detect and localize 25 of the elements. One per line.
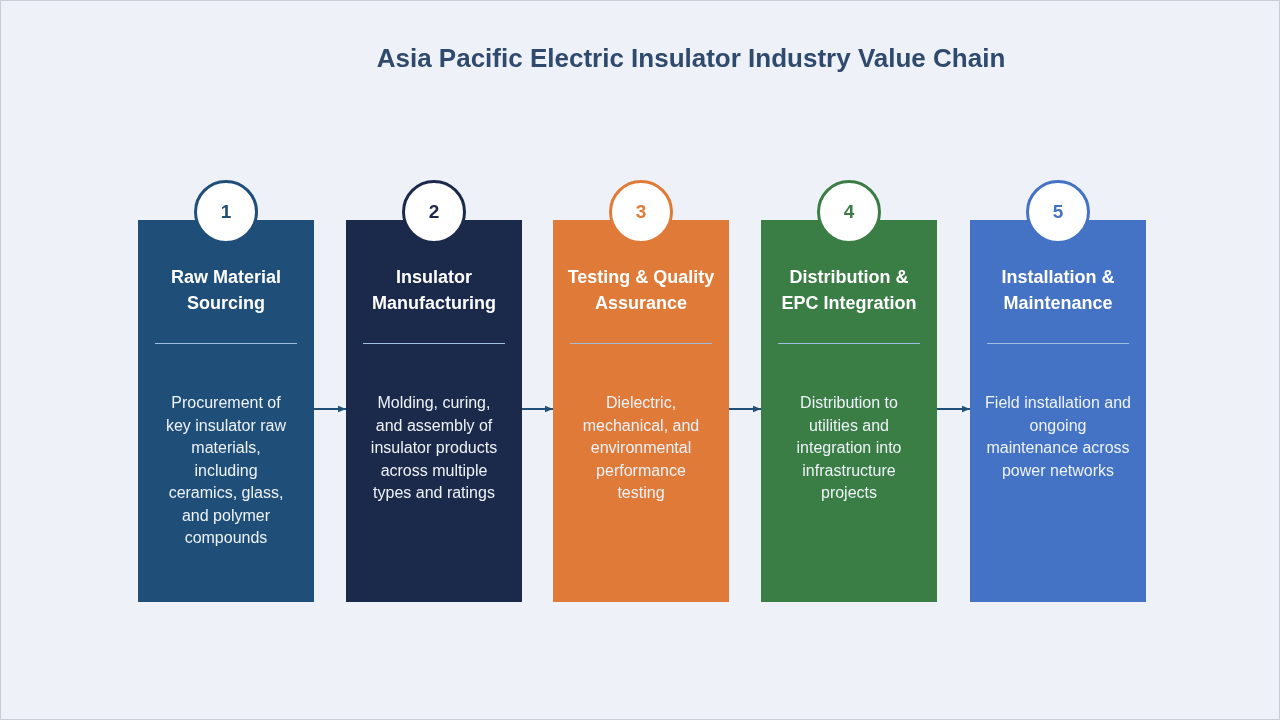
step-number: 2 xyxy=(428,201,440,223)
arrow xyxy=(936,405,971,413)
step-heading: Distribution & EPC Integration xyxy=(780,266,918,315)
step-heading: Insulator Manufacturing xyxy=(371,266,497,315)
step-description: Dielectric, mechanical, and environmental performance testing xyxy=(581,393,701,503)
diagram-title: Asia Pacific Electric Insulator Industry Value Chain xyxy=(375,43,1007,74)
step-column xyxy=(553,220,729,602)
step-description: Field installation and ongoing maintenance across power networks xyxy=(984,393,1132,481)
step-number: 1 xyxy=(220,201,232,223)
arrow xyxy=(313,405,347,413)
arrow xyxy=(728,405,762,413)
step-column xyxy=(970,220,1146,602)
step-number: 5 xyxy=(1052,201,1064,223)
step-heading: Raw Material Sourcing xyxy=(169,266,282,315)
step-heading: Testing & Quality Assurance xyxy=(566,266,716,315)
step-column xyxy=(346,220,522,602)
step-description: Procurement of key insulator raw materials, including ceramics, glass, and polymer compounds xyxy=(164,393,287,548)
step-heading: Installation & Maintenance xyxy=(1000,266,1116,315)
step-description: Distribution to utilities and integration into infrastructure projects xyxy=(795,393,903,503)
step-number: 4 xyxy=(843,201,855,223)
arrow xyxy=(521,405,554,413)
step-number: 3 xyxy=(635,201,647,223)
step-description: Molding, curing, and assembly of insulator products across multiple types and ratings xyxy=(369,393,499,503)
step-column xyxy=(138,220,314,602)
step-column xyxy=(761,220,937,602)
